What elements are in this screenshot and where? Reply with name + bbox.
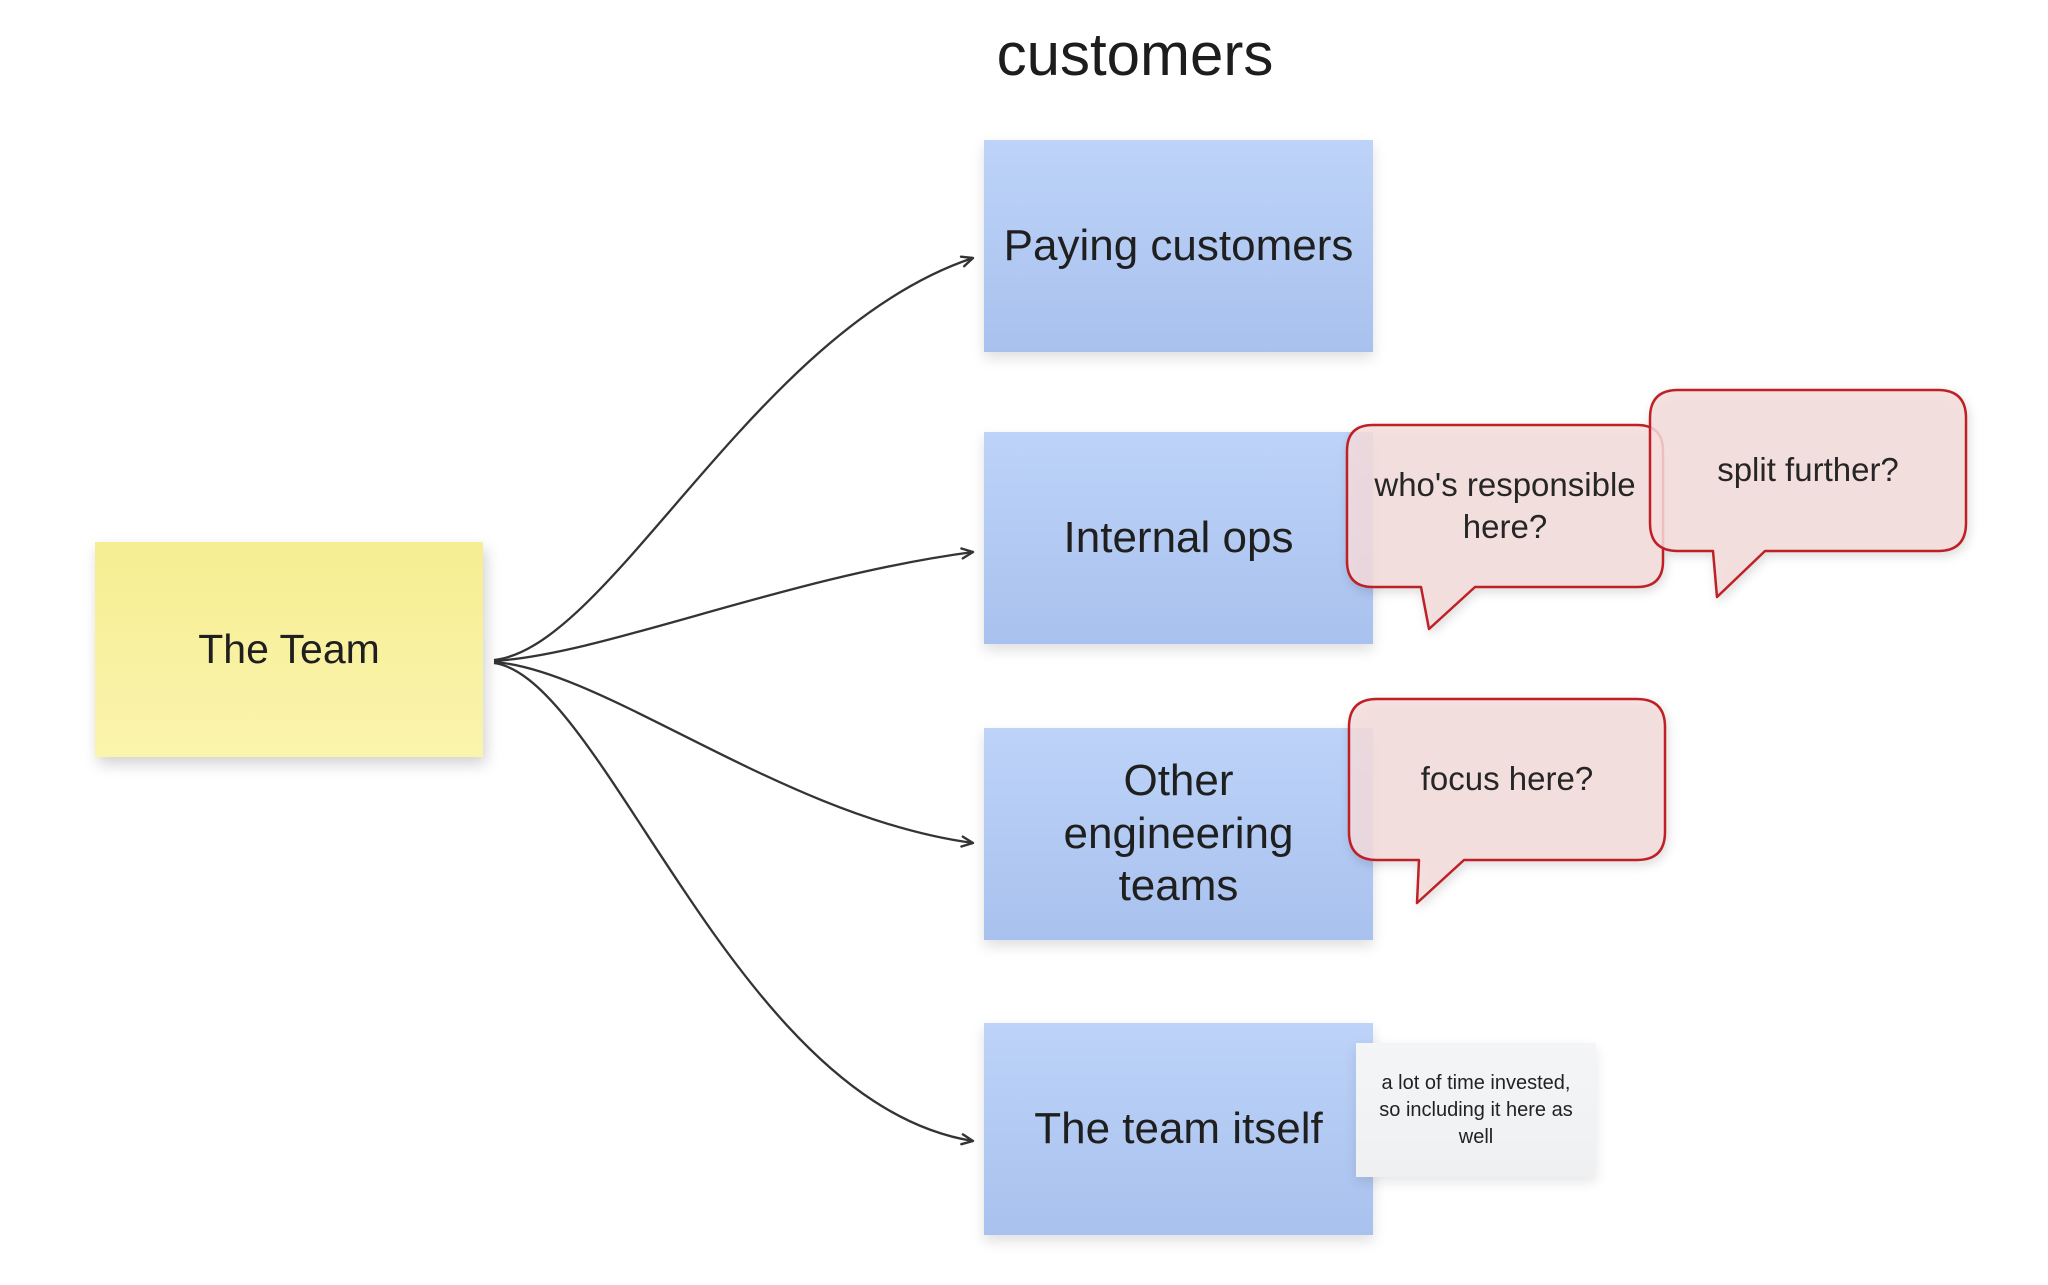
node-the-team-itself-label: The team itself [1034, 1103, 1323, 1153]
connector-to-internal-ops[interactable] [493, 547, 975, 663]
node-internal-ops[interactable]: Internal ops [984, 432, 1373, 644]
connector-to-paying-customers[interactable] [493, 255, 975, 662]
comment-bubble-whos-responsible[interactable] [1345, 423, 1665, 631]
node-the-team[interactable]: The Team [95, 542, 483, 757]
comment-bubble-focus-here[interactable] [1347, 697, 1667, 905]
node-the-team-label: The Team [198, 626, 380, 672]
note-time-invested-label: a lot of time invested, so including it … [1379, 1071, 1573, 1148]
comment-bubble-split-further[interactable] [1648, 388, 1968, 599]
node-paying-customers-label: Paying customers [1003, 220, 1354, 270]
node-internal-ops-label: Internal ops [1063, 512, 1294, 562]
board-title[interactable]: customers [996, 20, 1274, 88]
note-time-invested[interactable]: a lot of time invested, so including it … [1356, 1043, 1596, 1177]
node-other-engineering-teams[interactable]: Other engineering teams [984, 728, 1373, 940]
node-other-engineering-teams-label: Other engineering teams [1063, 755, 1294, 911]
node-the-team-itself[interactable]: The team itself [984, 1023, 1373, 1235]
connector-to-the-team-itself[interactable] [493, 661, 975, 1146]
node-paying-customers[interactable]: Paying customers [984, 140, 1373, 352]
connector-to-other-engineering-teams[interactable] [493, 660, 975, 848]
